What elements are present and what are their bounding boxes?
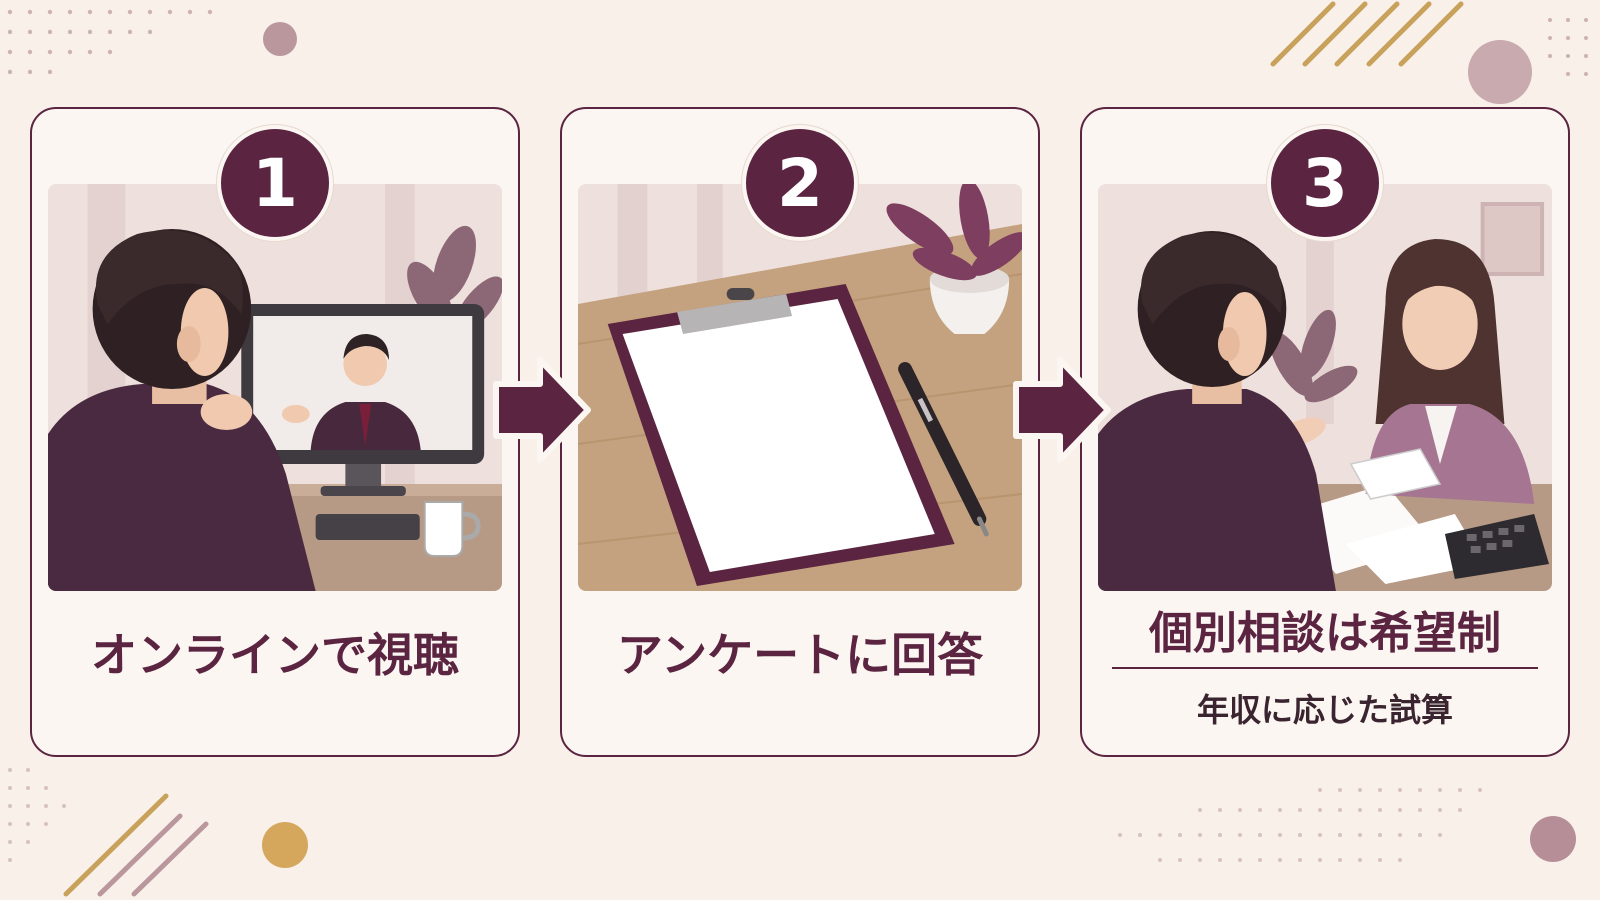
step-title: オンラインで視聴	[91, 628, 459, 682]
arrow-right-icon	[1013, 357, 1111, 463]
dots-bottom-right	[1118, 788, 1482, 862]
step-card-1: 1 オンラインで視聴	[30, 107, 520, 757]
circle-bottom-left	[262, 822, 308, 868]
step-title: アンケートに回答	[616, 628, 984, 682]
circle-bottom-right	[1530, 816, 1576, 862]
dots-bottom-left	[8, 768, 66, 862]
illustration-consultation	[1098, 184, 1552, 591]
dots-top-right	[1548, 18, 1588, 76]
illustration-questionnaire	[578, 184, 1022, 591]
step-number-badge: 1	[217, 125, 333, 241]
circle-top-left	[263, 22, 297, 56]
stripes-bottom-left	[63, 793, 209, 897]
stripes-top-right	[1270, 1, 1464, 67]
step-title: 個別相談は希望制	[1149, 608, 1501, 659]
arrow-right-icon	[493, 357, 591, 463]
step-number-badge: 3	[1267, 125, 1383, 241]
step-number-badge: 2	[742, 125, 858, 241]
illustration-online-viewing	[48, 184, 502, 591]
title-divider	[1112, 667, 1538, 669]
step-subtitle: 年収に応じた試算	[1196, 691, 1453, 729]
step-card-3: 3 個別相談は希望制 年収に応じた試算	[1080, 107, 1570, 757]
step-card-2: 2 アンケートに回答	[560, 107, 1040, 757]
dots-top-left	[7, 9, 213, 75]
circle-top-right	[1468, 40, 1532, 104]
